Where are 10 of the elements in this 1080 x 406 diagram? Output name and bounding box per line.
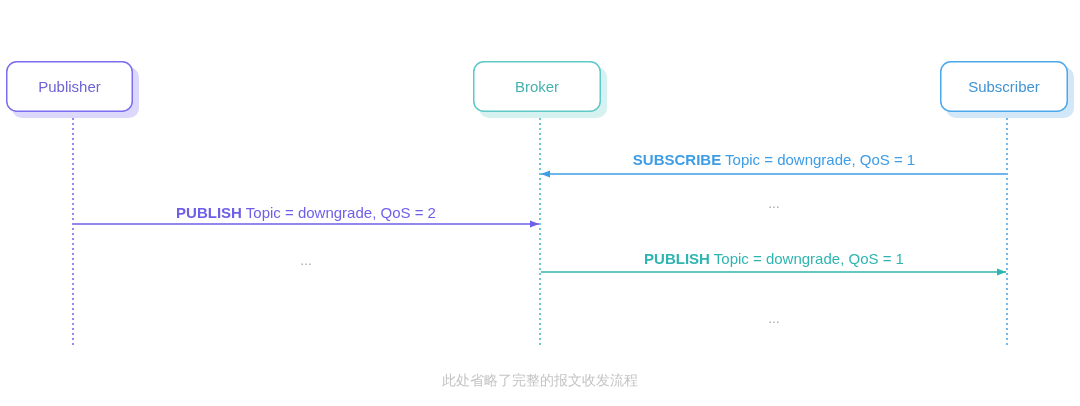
ellipsis: … [300, 254, 312, 268]
arrow [540, 170, 1007, 178]
ellipsis: … [768, 197, 780, 211]
lifeline [539, 118, 541, 346]
lifeline [72, 118, 74, 346]
arrow [73, 220, 540, 228]
ellipsis: … [768, 312, 780, 326]
lifeline [1006, 118, 1008, 346]
arrow [540, 268, 1007, 276]
caption: 此处省略了完整的报文收发流程 [442, 372, 638, 390]
